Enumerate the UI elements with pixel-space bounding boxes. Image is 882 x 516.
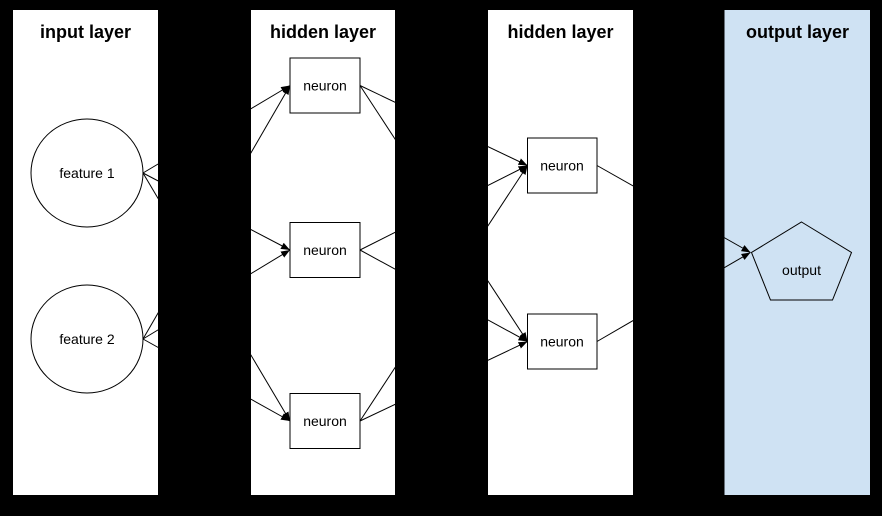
output-layer-title: output layer: [746, 22, 849, 42]
output-label: output: [782, 262, 821, 278]
hidden1-neuron-1-label: neuron: [303, 78, 347, 94]
edge-feature2-to-h1-neuron1: [142, 85, 291, 340]
hidden1-neuron-2-label: neuron: [303, 242, 347, 258]
edge-feature1-to-h1-neuron1: [142, 85, 291, 174]
edge-h1-neuron3-to-h2-neuron2: [359, 341, 528, 422]
hidden-layer-2-panel: [488, 10, 633, 495]
edge-h1-neuron2-to-h2-neuron1: [359, 165, 528, 251]
edge-h1-neuron1-to-h2-neuron1: [359, 85, 528, 166]
feature-2-node: [30, 284, 144, 394]
feature-1-label: feature 1: [59, 165, 114, 181]
hidden1-neuron-3-node: [289, 393, 361, 449]
hidden-layer-2-title: hidden layer: [507, 22, 613, 42]
connection-edges: [142, 85, 751, 422]
feature-1-node: [30, 118, 144, 228]
edge-feature2-to-h1-neuron2: [142, 249, 291, 340]
edge-h1-neuron3-to-h2-neuron1: [359, 165, 528, 422]
input-layer-title: input layer: [40, 22, 131, 42]
hidden1-neuron-2-node: [289, 222, 361, 278]
hidden2-neuron-2-node: [527, 313, 598, 370]
feature-2-label: feature 2: [59, 331, 114, 347]
edge-h2-neuron2-to-output: [596, 252, 751, 342]
hidden1-neuron-1-node: [289, 57, 361, 114]
edge-h2-neuron1-to-output: [596, 165, 751, 253]
edge-h1-neuron1-to-h2-neuron2: [359, 85, 528, 342]
edge-feature2-to-h1-neuron3: [142, 338, 291, 422]
hidden1-neuron-3-label: neuron: [303, 413, 347, 429]
hidden-layer-1-title: hidden layer: [270, 22, 376, 42]
output-node: [750, 221, 853, 301]
edge-h1-neuron2-to-h2-neuron2: [359, 249, 528, 342]
edge-feature1-to-h1-neuron3: [142, 172, 291, 422]
hidden2-neuron-1-label: neuron: [540, 158, 584, 174]
input-layer-panel: [13, 10, 158, 495]
hidden2-neuron-1-node: [527, 137, 598, 194]
hidden2-neuron-2-label: neuron: [540, 334, 584, 350]
